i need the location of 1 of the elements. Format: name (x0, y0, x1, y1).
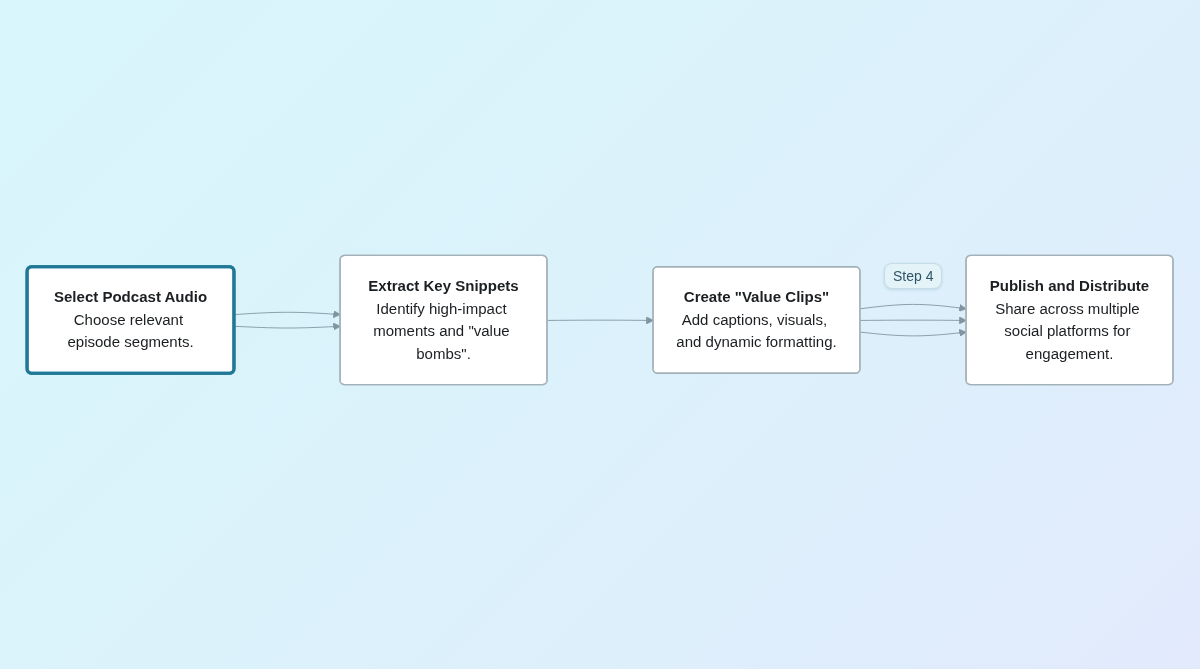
step-badge: Step 4 (884, 263, 943, 290)
